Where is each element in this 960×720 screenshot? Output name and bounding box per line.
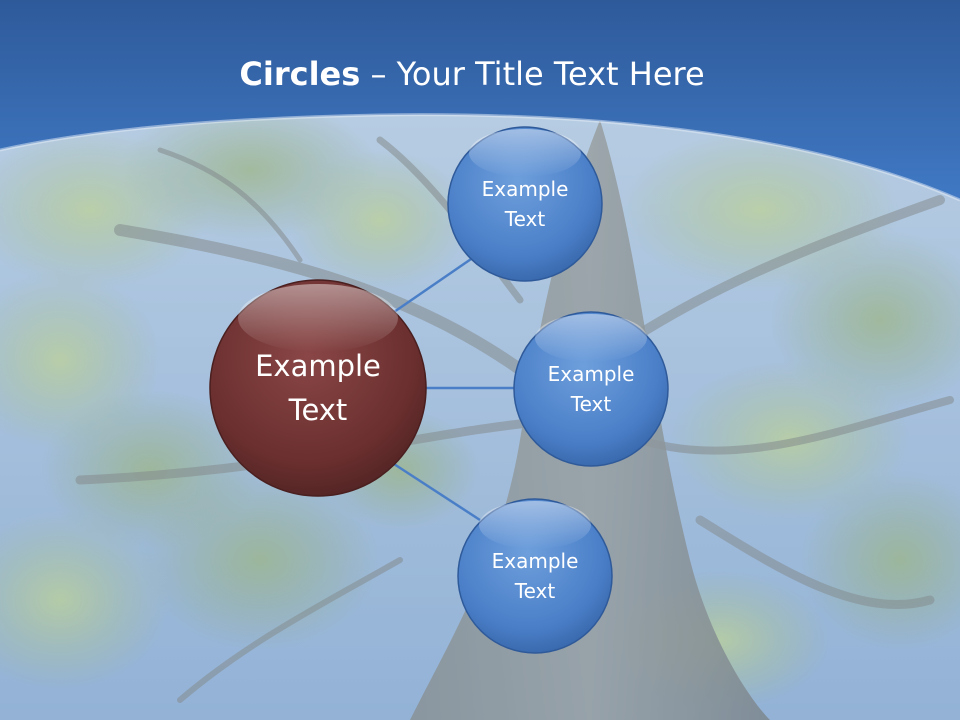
satellite-circle-3 <box>458 499 612 653</box>
connector-1 <box>394 257 474 312</box>
center-circle <box>210 280 426 496</box>
satellite-circle-1 <box>448 127 602 281</box>
connector-3 <box>394 464 480 520</box>
satellite-circle-2 <box>514 312 668 466</box>
